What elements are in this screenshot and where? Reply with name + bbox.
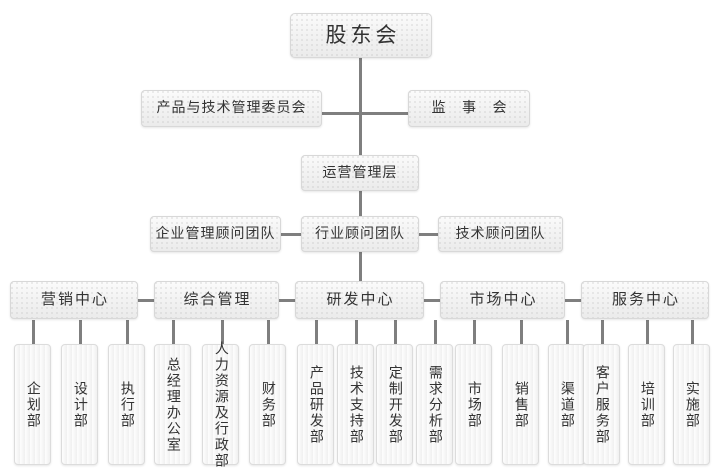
node-label: 人力资源及行政部 <box>212 340 229 469</box>
node-dept-finance[interactable]: 财务部 <box>249 344 286 465</box>
connector-center-2-dept-2 <box>221 320 224 344</box>
connector-level4-left-link <box>280 233 302 236</box>
node-dept-custom-development[interactable]: 定制开发部 <box>376 344 413 465</box>
connector-center-2-dept-1 <box>172 320 175 344</box>
connector-center-link-1 <box>138 299 154 302</box>
node-label: 实施部 <box>683 380 700 429</box>
node-dept-product-rnd[interactable]: 产品研发部 <box>297 344 334 465</box>
node-dept-market[interactable]: 市场部 <box>455 344 492 465</box>
node-dept-technical-support[interactable]: 技术支持部 <box>337 344 374 465</box>
connector-center-link-2 <box>279 299 295 302</box>
node-label: 监 事 会 <box>431 100 513 117</box>
node-label: 产品与技术管理委员会 <box>156 100 307 117</box>
node-dept-design[interactable]: 设计部 <box>61 344 98 465</box>
node-product-tech-committee[interactable]: 产品与技术管理委员会 <box>141 90 322 127</box>
node-center-general-management[interactable]: 综合管理 <box>154 281 279 319</box>
connector-level4-to-centers <box>359 252 362 283</box>
connector-center-5-dept-1 <box>601 320 604 344</box>
node-label: 市场部 <box>465 380 482 429</box>
node-dept-requirements-analysis[interactable]: 需求分析部 <box>416 344 453 465</box>
connector-center-link-4 <box>565 299 581 302</box>
connector-center-2-dept-3 <box>267 320 270 344</box>
connector-center-3-dept-4 <box>434 320 437 344</box>
node-label: 技术顾问团队 <box>455 225 546 242</box>
node-label: 市场中心 <box>469 290 538 309</box>
connector-root-to-level2 <box>359 57 362 113</box>
node-center-service[interactable]: 服务中心 <box>581 281 709 319</box>
node-label: 综合管理 <box>183 290 252 309</box>
node-label: 定制开发部 <box>386 364 403 445</box>
node-label: 销售部 <box>512 380 529 429</box>
node-label: 企业管理顾问团队 <box>155 225 276 242</box>
node-dept-hr-administration[interactable]: 人力资源及行政部 <box>202 341 239 469</box>
connector-center-1-dept-1 <box>32 320 35 344</box>
connector-level2-crossbar <box>322 112 408 115</box>
connector-level4-right-link <box>417 233 439 236</box>
node-label: 渠道部 <box>558 380 575 429</box>
connector-center-5-dept-3 <box>691 320 694 344</box>
node-label: 技术支持部 <box>347 364 364 445</box>
node-label: 培训部 <box>638 380 655 429</box>
connector-center-4-dept-2 <box>520 320 523 344</box>
node-dept-sales[interactable]: 销售部 <box>502 344 539 465</box>
node-supervisory-board[interactable]: 监 事 会 <box>408 90 530 127</box>
connector-center-5-dept-2 <box>646 320 649 344</box>
node-label: 企划部 <box>24 380 41 429</box>
node-dept-channel[interactable]: 渠道部 <box>548 344 585 465</box>
connector-center-4-dept-3 <box>566 320 569 344</box>
node-operations-management[interactable]: 运营管理层 <box>301 155 419 191</box>
node-label: 行业顾问团队 <box>315 225 405 242</box>
node-dept-training[interactable]: 培训部 <box>628 344 665 465</box>
connector-center-4-dept-1 <box>473 320 476 344</box>
node-root-shareholders-meeting[interactable]: 股东会 <box>290 13 432 58</box>
node-center-rnd[interactable]: 研发中心 <box>295 281 424 319</box>
node-label: 股东会 <box>325 23 401 48</box>
node-label: 执行部 <box>118 380 135 429</box>
connector-center-1-dept-2 <box>79 320 82 344</box>
node-label: 客户服务部 <box>593 364 610 445</box>
node-label: 营销中心 <box>40 290 109 309</box>
node-industry-consultant-team[interactable]: 行业顾问团队 <box>301 216 419 252</box>
connector-center-link-3 <box>424 299 440 302</box>
node-dept-customer-service[interactable]: 客户服务部 <box>583 344 620 465</box>
node-label: 财务部 <box>259 380 276 429</box>
node-label: 总经理办公室 <box>164 356 181 453</box>
node-label: 产品研发部 <box>307 364 324 445</box>
node-label: 服务中心 <box>611 290 680 309</box>
node-technical-consultant-team[interactable]: 技术顾问团队 <box>438 216 563 252</box>
node-label: 需求分析部 <box>426 364 443 445</box>
connector-center-3-dept-3 <box>394 320 397 344</box>
connector-level2-to-level3 <box>359 112 362 155</box>
node-dept-planning[interactable]: 企划部 <box>14 344 51 465</box>
node-label: 研发中心 <box>326 290 395 309</box>
node-enterprise-management-consultant-team[interactable]: 企业管理顾问团队 <box>150 216 281 252</box>
node-label: 运营管理层 <box>322 164 398 181</box>
connector-center-1-dept-3 <box>126 320 129 344</box>
connector-center-3-dept-1 <box>315 320 318 344</box>
node-center-market[interactable]: 市场中心 <box>440 281 565 319</box>
node-center-marketing[interactable]: 营销中心 <box>10 281 138 319</box>
connector-level3-to-level4 <box>359 190 362 220</box>
node-dept-implementation[interactable]: 实施部 <box>673 344 710 465</box>
node-dept-general-manager-office[interactable]: 总经理办公室 <box>154 344 191 465</box>
node-label: 设计部 <box>71 380 88 429</box>
connector-center-3-dept-2 <box>355 320 358 344</box>
node-dept-execution[interactable]: 执行部 <box>108 344 145 465</box>
